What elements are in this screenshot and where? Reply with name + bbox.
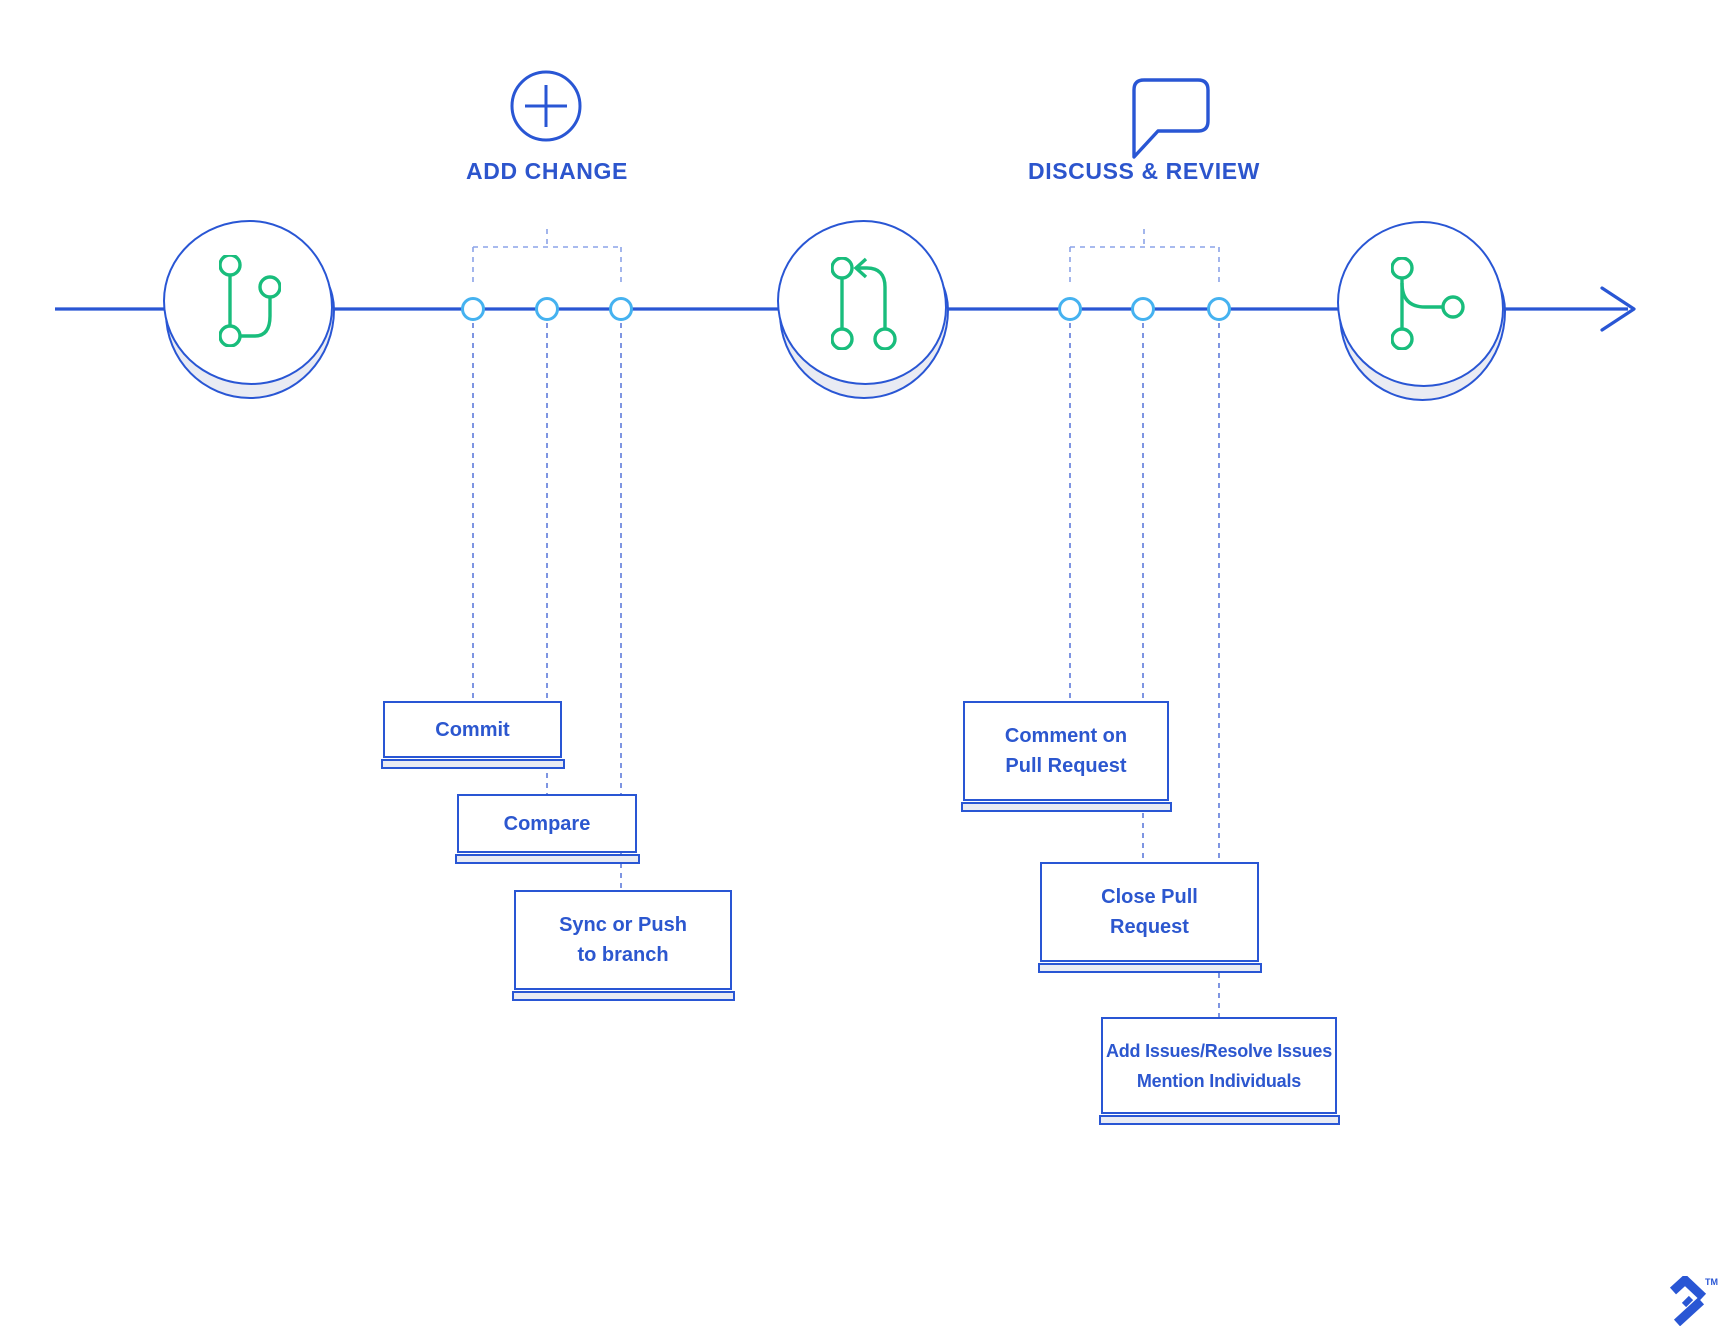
step-box-compare: Compare bbox=[454, 794, 640, 864]
step-label-line: Close Pull bbox=[1101, 886, 1198, 908]
stage-circle bbox=[1337, 221, 1504, 387]
step-box-shadow bbox=[1037, 962, 1262, 973]
step-label-line: Comment on bbox=[1004, 725, 1128, 747]
bracket-add-change bbox=[472, 229, 622, 283]
step-label-line: Pull Request bbox=[1005, 755, 1127, 777]
git-merge-icon bbox=[1391, 257, 1465, 350]
stage-circle bbox=[163, 220, 333, 385]
stage-merge bbox=[1337, 221, 1506, 401]
step-label-line: Mention Individuals bbox=[1136, 1070, 1302, 1091]
step-label: Commit bbox=[435, 718, 510, 741]
step-box-close-pr: Close Pull Request bbox=[1037, 862, 1262, 973]
step-label: Compare bbox=[503, 812, 591, 835]
brand-logomark-icon bbox=[1669, 1273, 1707, 1326]
step-box-shadow bbox=[960, 801, 1172, 812]
timeline-node-commit bbox=[461, 297, 485, 321]
timeline-node-add-issues bbox=[1207, 297, 1231, 321]
timeline-node-close bbox=[1131, 297, 1155, 321]
step-label-line: to branch bbox=[577, 944, 669, 966]
git-branch-icon bbox=[219, 255, 281, 347]
section-title-discuss-review: DISCUSS & REVIEW bbox=[1028, 158, 1260, 184]
step-box-add-issues: Add Issues/Resolve Issues Mention Indivi… bbox=[1098, 1017, 1340, 1125]
section-title-add-change: ADD CHANGE bbox=[466, 158, 628, 184]
timeline-node-sync bbox=[609, 297, 633, 321]
step-label-line: Sync or Push bbox=[559, 914, 687, 936]
git-pull-request-icon bbox=[831, 257, 897, 350]
bracket-discuss-review bbox=[1069, 229, 1220, 283]
arrowhead-icon bbox=[1600, 286, 1636, 332]
stage-branch bbox=[163, 220, 335, 399]
step-box-commit: Commit bbox=[380, 701, 565, 769]
step-box-shadow bbox=[380, 758, 565, 769]
speech-bubble-icon bbox=[1132, 78, 1210, 159]
stage-pull-request bbox=[777, 220, 949, 399]
step-box-shadow bbox=[1098, 1114, 1340, 1125]
step-label-line: Add Issues/Resolve Issues bbox=[1105, 1040, 1333, 1061]
timeline-node-comment bbox=[1058, 297, 1082, 321]
brand-logo: TM bbox=[1668, 1273, 1720, 1326]
step-label-line: Request bbox=[1110, 916, 1189, 938]
plus-circle-icon bbox=[510, 70, 582, 142]
timeline-node-compare bbox=[535, 297, 559, 321]
step-box-shadow bbox=[454, 853, 640, 864]
step-box-shadow bbox=[511, 990, 735, 1001]
step-box-sync-or-push: Sync or Push to branch bbox=[511, 890, 735, 1001]
step-box-comment-on-pr: Comment on Pull Request bbox=[960, 701, 1172, 812]
trademark-label: TM bbox=[1705, 1277, 1718, 1287]
stage-circle bbox=[777, 220, 947, 385]
